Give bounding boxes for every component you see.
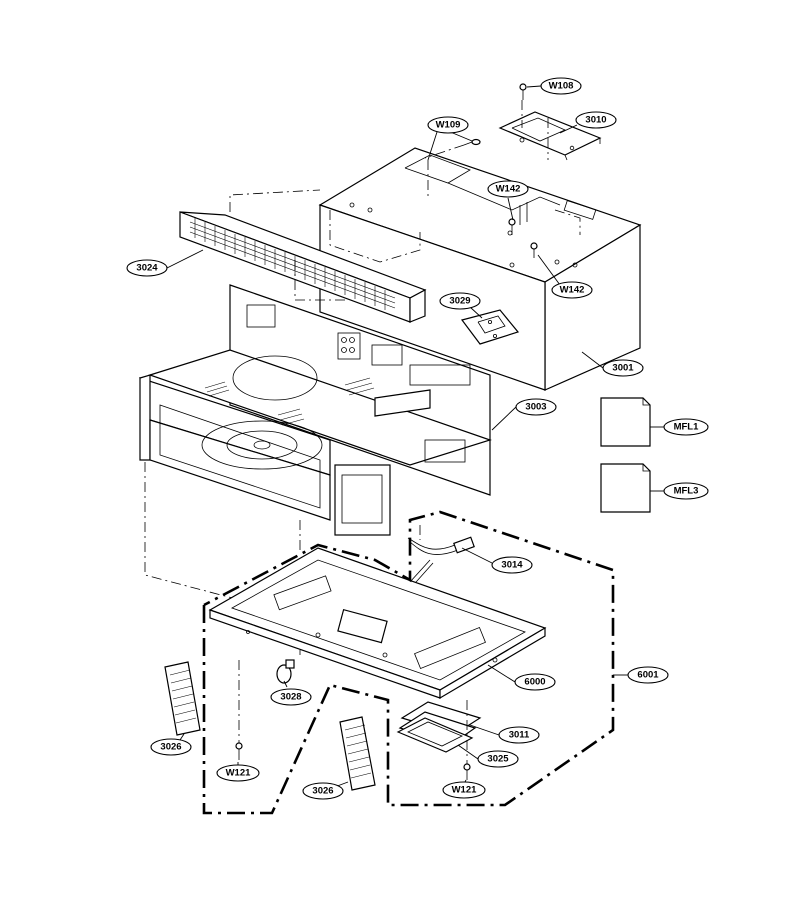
callout-3029-label: 3029 (449, 296, 470, 307)
callout-leaders (166, 85, 664, 789)
callout-3028: 3028 (270, 688, 312, 706)
callout-w121-left: W121 (216, 764, 260, 782)
callout-w109-label: W109 (436, 120, 461, 131)
callout-3029: 3029 (439, 292, 481, 310)
callout-w121-right: W121 (442, 781, 486, 799)
callout-6000: 6000 (514, 673, 556, 691)
callout-3028-label: 3028 (280, 692, 301, 703)
callout-w108: W108 (540, 77, 582, 95)
callout-3011: 3011 (498, 726, 540, 744)
filter-cover (396, 701, 482, 753)
front-grille (179, 189, 427, 323)
callout-3003: 3003 (515, 398, 557, 416)
manual-mfl3 (600, 463, 651, 513)
callout-3025-label: 3025 (487, 754, 509, 765)
callout-w142-upper-label: W142 (496, 184, 521, 195)
callout-3024: 3024 (126, 259, 168, 277)
callout-3026-left: 3026 (150, 738, 192, 756)
callout-3026-right-label: 3026 (312, 786, 333, 797)
outer-case (318, 147, 642, 391)
screw-w142-lower (530, 242, 538, 258)
screw-w121-right (463, 700, 471, 780)
manual-mfl1 (600, 397, 651, 447)
callout-w108-label: W108 (549, 81, 574, 92)
grease-filter-right (339, 716, 376, 791)
callout-6000-label: 6000 (524, 677, 545, 688)
callout-w109: W109 (427, 116, 469, 134)
callout-3003-label: 3003 (525, 402, 546, 413)
screw-w109 (424, 138, 481, 200)
callout-3010: 3010 (575, 111, 617, 129)
callout-w142-lower: W142 (551, 281, 593, 299)
top-plate (498, 100, 602, 161)
kit-boundary-6001 (202, 510, 615, 815)
screw-w108 (519, 83, 527, 100)
callout-3010-label: 3010 (585, 115, 606, 126)
screw-w121-left (235, 660, 243, 760)
lamp-bulb (276, 650, 301, 684)
callout-3026-right: 3026 (302, 782, 344, 800)
callout-6001: 6001 (627, 666, 669, 684)
callout-3011-label: 3011 (509, 730, 530, 741)
callout-mfl1: MFL1 (663, 418, 709, 436)
callout-w142-upper: W142 (487, 180, 529, 198)
callout-6001-label: 6001 (637, 670, 659, 681)
callout-mfl3: MFL3 (663, 482, 709, 500)
screw-w142-upper (508, 218, 516, 235)
callout-3001-label: 3001 (612, 363, 634, 374)
base-plate (208, 547, 547, 700)
top-screws (424, 83, 538, 258)
callout-3014-label: 3014 (501, 560, 523, 571)
callout-mfl3-label: MFL3 (674, 486, 699, 497)
callout-3026-left-label: 3026 (160, 742, 181, 753)
callout-mfl1-label: MFL1 (674, 422, 700, 433)
callout-w142-lower-label: W142 (560, 285, 585, 296)
callout-w121-right-label: W121 (452, 785, 478, 796)
callout-3024-label: 3024 (136, 263, 158, 274)
cavity-assembly (139, 284, 492, 601)
callout-w121-left-label: W121 (226, 768, 252, 779)
grease-filter-left (164, 661, 201, 736)
callout-3025: 3025 (477, 750, 519, 768)
callout-3001: 3001 (602, 359, 644, 377)
bracket (460, 309, 520, 345)
callout-3014: 3014 (491, 556, 533, 574)
